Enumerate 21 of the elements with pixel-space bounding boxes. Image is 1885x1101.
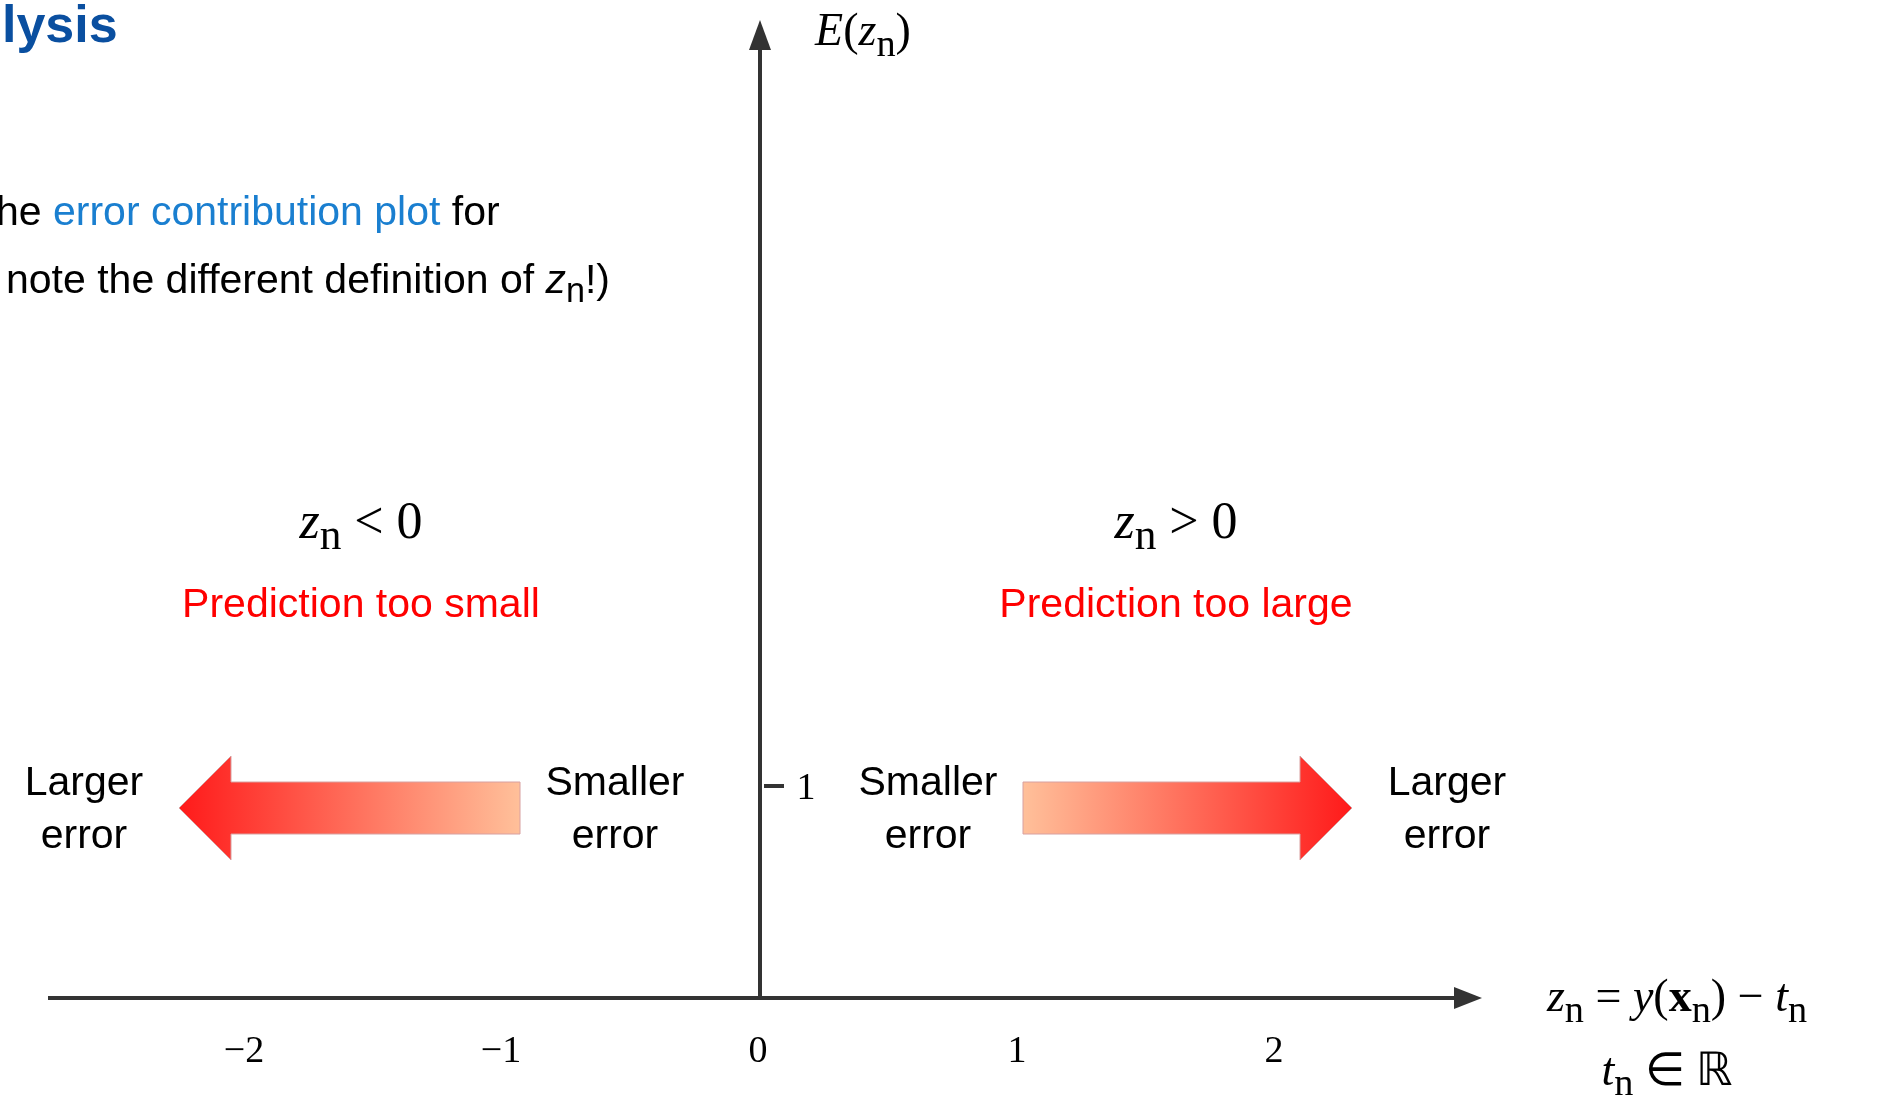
slide-title: lysis [2,0,118,54]
axis-label: z$_{n}$ = y(x$_{n}$) − t$_{n}$ [1546,969,1808,1031]
condition-formula: z$_{n}$ > 0 [1114,490,1238,560]
tick-label: −2 [223,1027,265,1071]
condition-formula: z$_{n}$ < 0 [299,490,423,560]
tick-label: 2 [1264,1027,1284,1071]
tick-label: −1 [480,1027,522,1071]
node-text: Larger error [23,756,145,859]
node-text: Smaller error [857,756,999,859]
tick-label: 1 [796,764,816,808]
body-text: note the different definition of z$_{n}$!) [6,256,610,311]
node-text: Smaller error [544,756,686,859]
tick-label: 1 [1007,1027,1027,1071]
region-caption: Prediction too large [999,579,1353,627]
formula: t$_{n}$ ∈ ℝ [1601,1042,1733,1101]
node-text: Larger error [1386,756,1508,859]
region-caption: Prediction too small [182,579,540,627]
axis-label: E(z$_{n}$) [815,3,911,65]
block-arrow [1022,755,1353,861]
block-arrow [178,755,521,861]
tick-label: 0 [748,1027,768,1071]
